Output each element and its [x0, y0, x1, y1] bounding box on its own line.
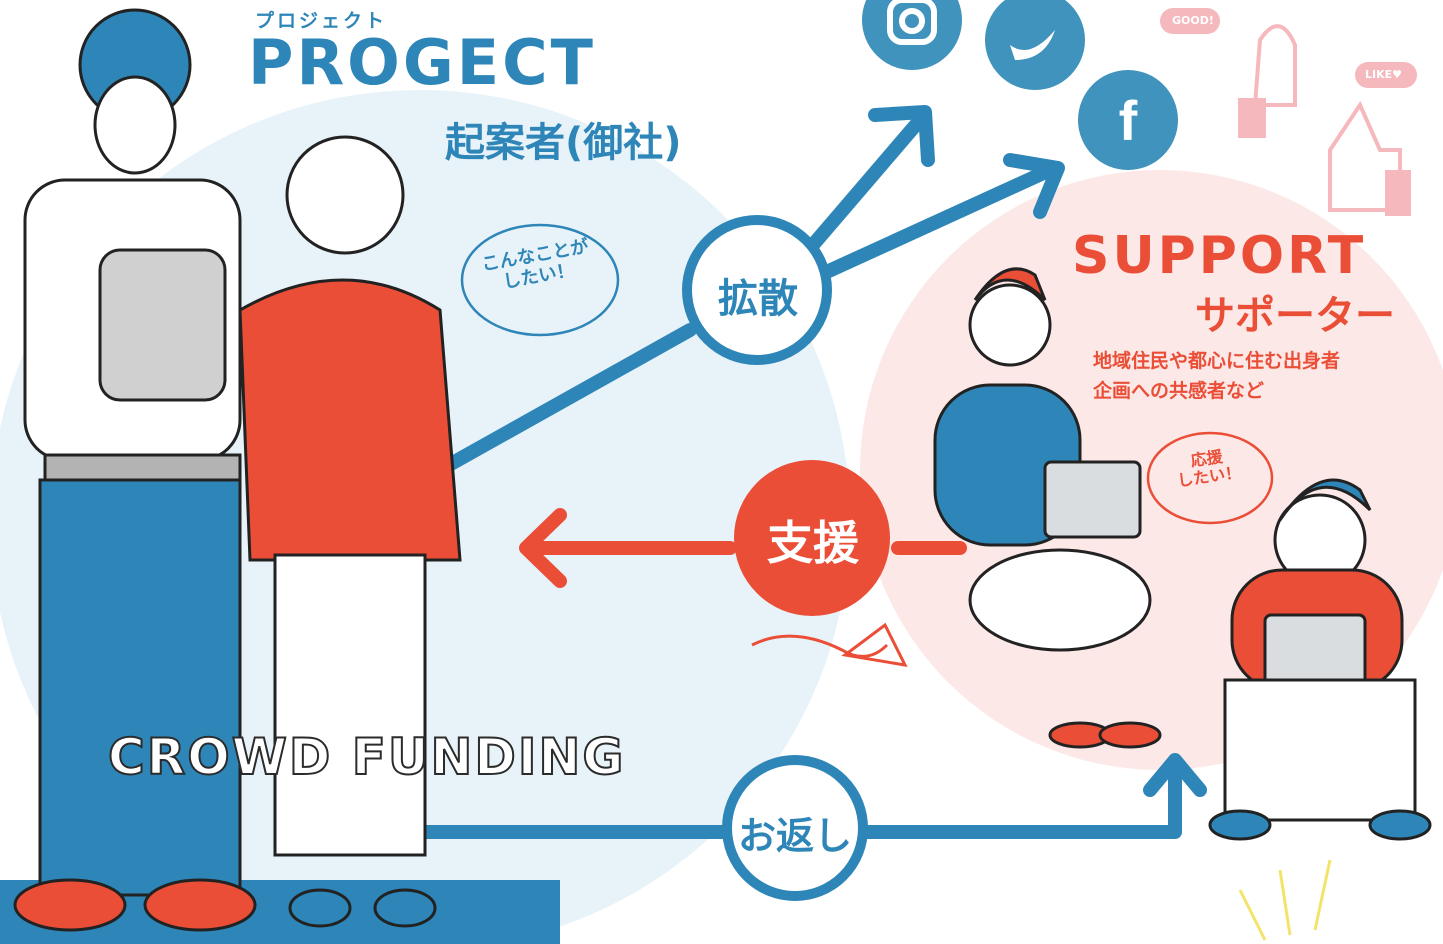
- sparkle-lines: [1238, 859, 1332, 941]
- twitter-icon: [985, 0, 1085, 90]
- support-desc-line1: 地域住民や都心に住む出身者: [1093, 350, 1341, 372]
- spread-arrows: [433, 105, 1065, 477]
- proposer-woman: [238, 135, 462, 928]
- facebook-letter: f: [1118, 89, 1138, 152]
- facebook-icon: [1078, 70, 1178, 170]
- crowd-funding-banner: CROWD FUNDING: [107, 727, 626, 787]
- assist-node: [734, 460, 890, 616]
- spread-node: [682, 215, 832, 365]
- ok-hand-icon: [1252, 24, 1297, 107]
- project-title: PROGECT: [248, 26, 596, 99]
- support-desc-line2: 企画への共感者など: [1093, 380, 1265, 402]
- supporter-man: [1208, 478, 1432, 841]
- support-title: SUPPORT: [1072, 226, 1367, 286]
- supporter-bubble-shape: [1146, 431, 1274, 525]
- good-badge-text: GOOD!: [1172, 14, 1214, 27]
- proposer-man: [13, 8, 257, 932]
- spread-label: 拡散: [718, 276, 798, 322]
- thumbs-up-icon: [1328, 100, 1402, 212]
- support-subtitle: サポーター: [1195, 293, 1395, 339]
- like-badge-text: LIKE♥: [1365, 68, 1403, 81]
- assist-label: 支援: [767, 516, 859, 570]
- good-badge: [1160, 8, 1220, 34]
- return-label: お返し: [737, 814, 852, 858]
- supporter-woman: [933, 267, 1162, 749]
- project-subtitle: 起案者(御社): [445, 120, 682, 166]
- assist-arrow: [519, 508, 967, 588]
- project-kana: プロジェクト: [255, 10, 388, 32]
- hand-icon: [751, 634, 889, 658]
- return-node: [722, 755, 868, 901]
- proposer-bubble-shape: [460, 223, 620, 337]
- like-badge: [1355, 62, 1417, 88]
